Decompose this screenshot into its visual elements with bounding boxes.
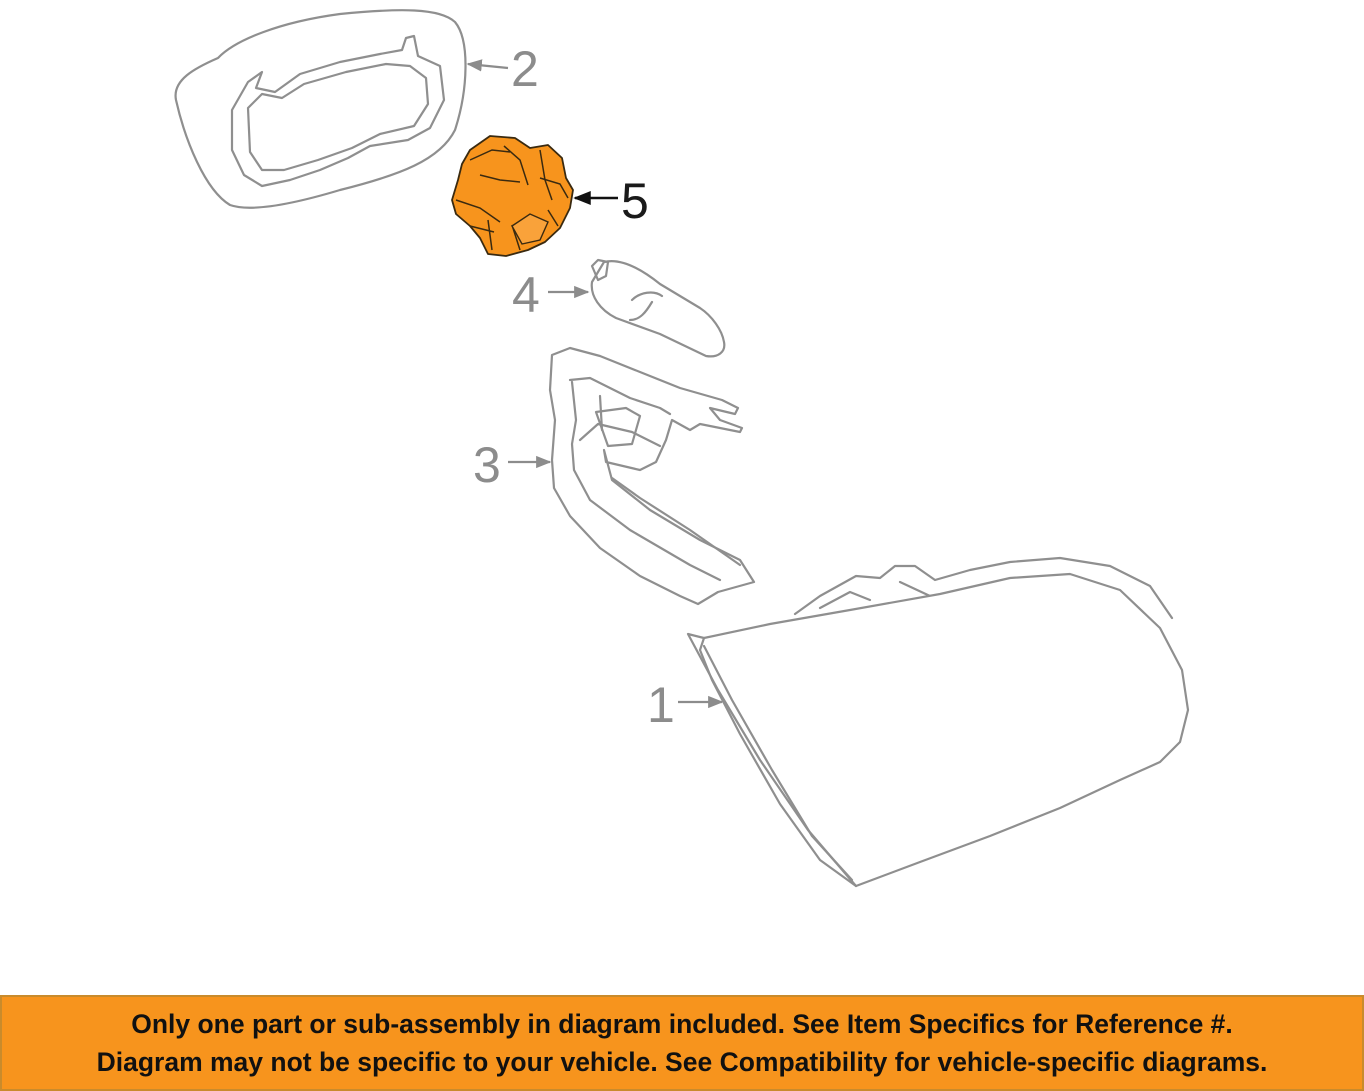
callout-1-label: 1 xyxy=(647,677,675,733)
part-5-bulb-socket xyxy=(451,135,574,257)
callout-1: 1 xyxy=(647,677,724,733)
disclaimer-line-2: Diagram may not be specific to your vehi… xyxy=(96,1047,1268,1077)
part-2-gasket xyxy=(174,9,467,209)
callout-4-label: 4 xyxy=(512,267,540,323)
callout-4: 4 xyxy=(512,267,590,323)
part-1-lamp-assembly xyxy=(686,556,1190,888)
callout-3: 3 xyxy=(473,437,552,493)
callout-5: 5 xyxy=(573,173,649,229)
part-3-holder xyxy=(548,346,756,606)
disclaimer-banner: Only one part or sub-assembly in diagram… xyxy=(0,995,1364,1091)
callout-3-label: 3 xyxy=(473,437,501,493)
callout-2: 2 xyxy=(466,41,539,97)
part-4-bulb xyxy=(590,258,726,358)
disclaimer-line-1: Only one part or sub-assembly in diagram… xyxy=(131,1009,1233,1039)
parts-diagram: 2 5 4 3 1 xyxy=(174,9,1190,888)
callout-2-label: 2 xyxy=(511,41,539,97)
callout-5-label: 5 xyxy=(621,173,649,229)
